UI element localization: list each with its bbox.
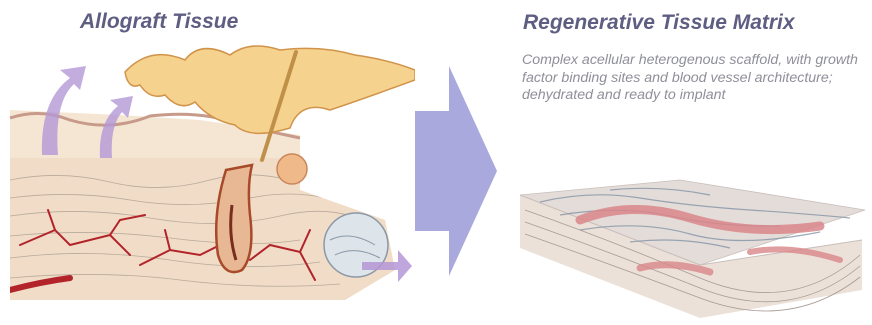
allograft-skin-illustration [0, 40, 415, 310]
tissue-matrix-illustration [520, 160, 870, 320]
large-right-arrow-icon [415, 66, 500, 281]
regenerative-matrix-title: Regenerative Tissue Matrix [523, 11, 795, 35]
allograft-title: Allograft Tissue [80, 10, 238, 34]
matrix-description: Complex acellular heterogenous scaffold,… [522, 52, 867, 105]
